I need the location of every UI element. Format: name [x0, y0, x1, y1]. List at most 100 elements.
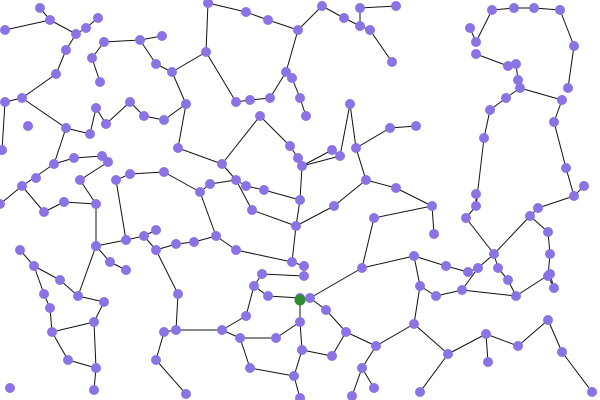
graph-node — [511, 59, 521, 69]
graph-node — [235, 333, 245, 343]
graph-node — [357, 363, 367, 373]
graph-node — [45, 15, 55, 25]
graph-edge — [373, 205, 433, 219]
graph-edge — [559, 9, 575, 47]
graph-node — [87, 53, 97, 63]
graph-node — [471, 201, 481, 211]
graph-edge — [297, 5, 323, 31]
graph-node — [473, 263, 483, 273]
graph-node — [181, 389, 191, 399]
graph-node — [427, 201, 437, 211]
graph-node — [103, 157, 113, 167]
graph-edge — [251, 209, 297, 227]
graph-edge — [359, 5, 397, 9]
graph-node — [159, 115, 169, 125]
graph-node — [549, 117, 559, 127]
graph-node — [569, 191, 579, 201]
graph-node — [543, 271, 553, 281]
graph-node — [369, 213, 379, 223]
graph-node — [295, 393, 305, 400]
graph-node — [71, 29, 81, 39]
graph-node — [557, 347, 567, 357]
graph-node — [15, 245, 25, 255]
graph-node — [203, 0, 213, 8]
graph-node — [287, 257, 297, 267]
graph-node — [91, 363, 101, 373]
graph-node — [355, 21, 365, 31]
graph-node — [125, 97, 135, 107]
graph-edge — [235, 249, 293, 263]
graph-edge — [333, 179, 367, 207]
graph-node — [545, 249, 555, 259]
graph-node — [17, 181, 27, 191]
graph-node — [579, 181, 589, 191]
graph-node — [31, 173, 41, 183]
graph-edge — [155, 359, 187, 395]
graph-edge — [493, 215, 531, 255]
graph-edge — [177, 147, 223, 165]
graph-node — [69, 153, 79, 163]
graph-edge — [79, 161, 109, 181]
graph-node — [151, 245, 161, 255]
graph-node — [327, 145, 337, 155]
graph-node — [231, 175, 241, 185]
graph-edge — [95, 239, 127, 247]
graph-node — [255, 111, 265, 121]
graph-node — [47, 327, 57, 337]
graph-node — [515, 83, 525, 93]
graph-edge — [235, 179, 253, 211]
graph-node — [73, 291, 83, 301]
graph-edge — [267, 19, 299, 31]
graph-edge — [295, 205, 335, 227]
graph-node — [549, 283, 559, 293]
graph-node — [557, 95, 567, 105]
graph-node — [415, 387, 425, 397]
graph-node — [555, 5, 565, 15]
graph-node — [201, 47, 211, 57]
graph-node — [301, 111, 311, 121]
graph-node — [35, 3, 45, 13]
graph-node — [263, 15, 273, 25]
graph-edge — [447, 333, 487, 355]
graph-edge — [395, 187, 433, 207]
graph-edge — [205, 2, 209, 53]
graph-edge — [205, 51, 237, 103]
graph-node — [23, 121, 33, 131]
graph-node — [159, 167, 169, 177]
graph-edge — [1, 101, 6, 151]
graph-node — [513, 75, 523, 85]
graph-edge — [51, 331, 69, 361]
graph-node — [525, 211, 535, 221]
graph-node — [91, 199, 101, 209]
graph-edge — [155, 249, 179, 295]
graph-node — [391, 1, 401, 11]
graph-node — [167, 67, 177, 77]
graph-node — [509, 3, 519, 13]
graph-node — [135, 35, 145, 45]
graph-node — [341, 327, 351, 337]
graph-node — [513, 341, 523, 351]
graph-edge — [53, 127, 67, 165]
graph-node — [305, 293, 315, 303]
graph-node — [533, 203, 543, 213]
graph-node — [89, 317, 99, 327]
graph-edge — [163, 171, 201, 193]
graph-node — [93, 13, 103, 23]
graph-node — [297, 161, 307, 171]
graph-node — [317, 1, 327, 11]
graph-node — [173, 143, 183, 153]
graph-node — [299, 261, 309, 271]
graph-edge — [309, 267, 363, 299]
graph-edge — [567, 45, 575, 89]
graph-node — [181, 99, 191, 109]
graph-node — [205, 179, 215, 189]
graph-node — [91, 103, 101, 113]
graph-node — [297, 345, 307, 355]
graph-edge — [485, 333, 519, 347]
graph-edge — [517, 319, 549, 347]
graph-node — [121, 235, 131, 245]
graph-node — [543, 315, 553, 325]
graph-edge — [285, 29, 299, 73]
graph-node — [493, 263, 503, 273]
